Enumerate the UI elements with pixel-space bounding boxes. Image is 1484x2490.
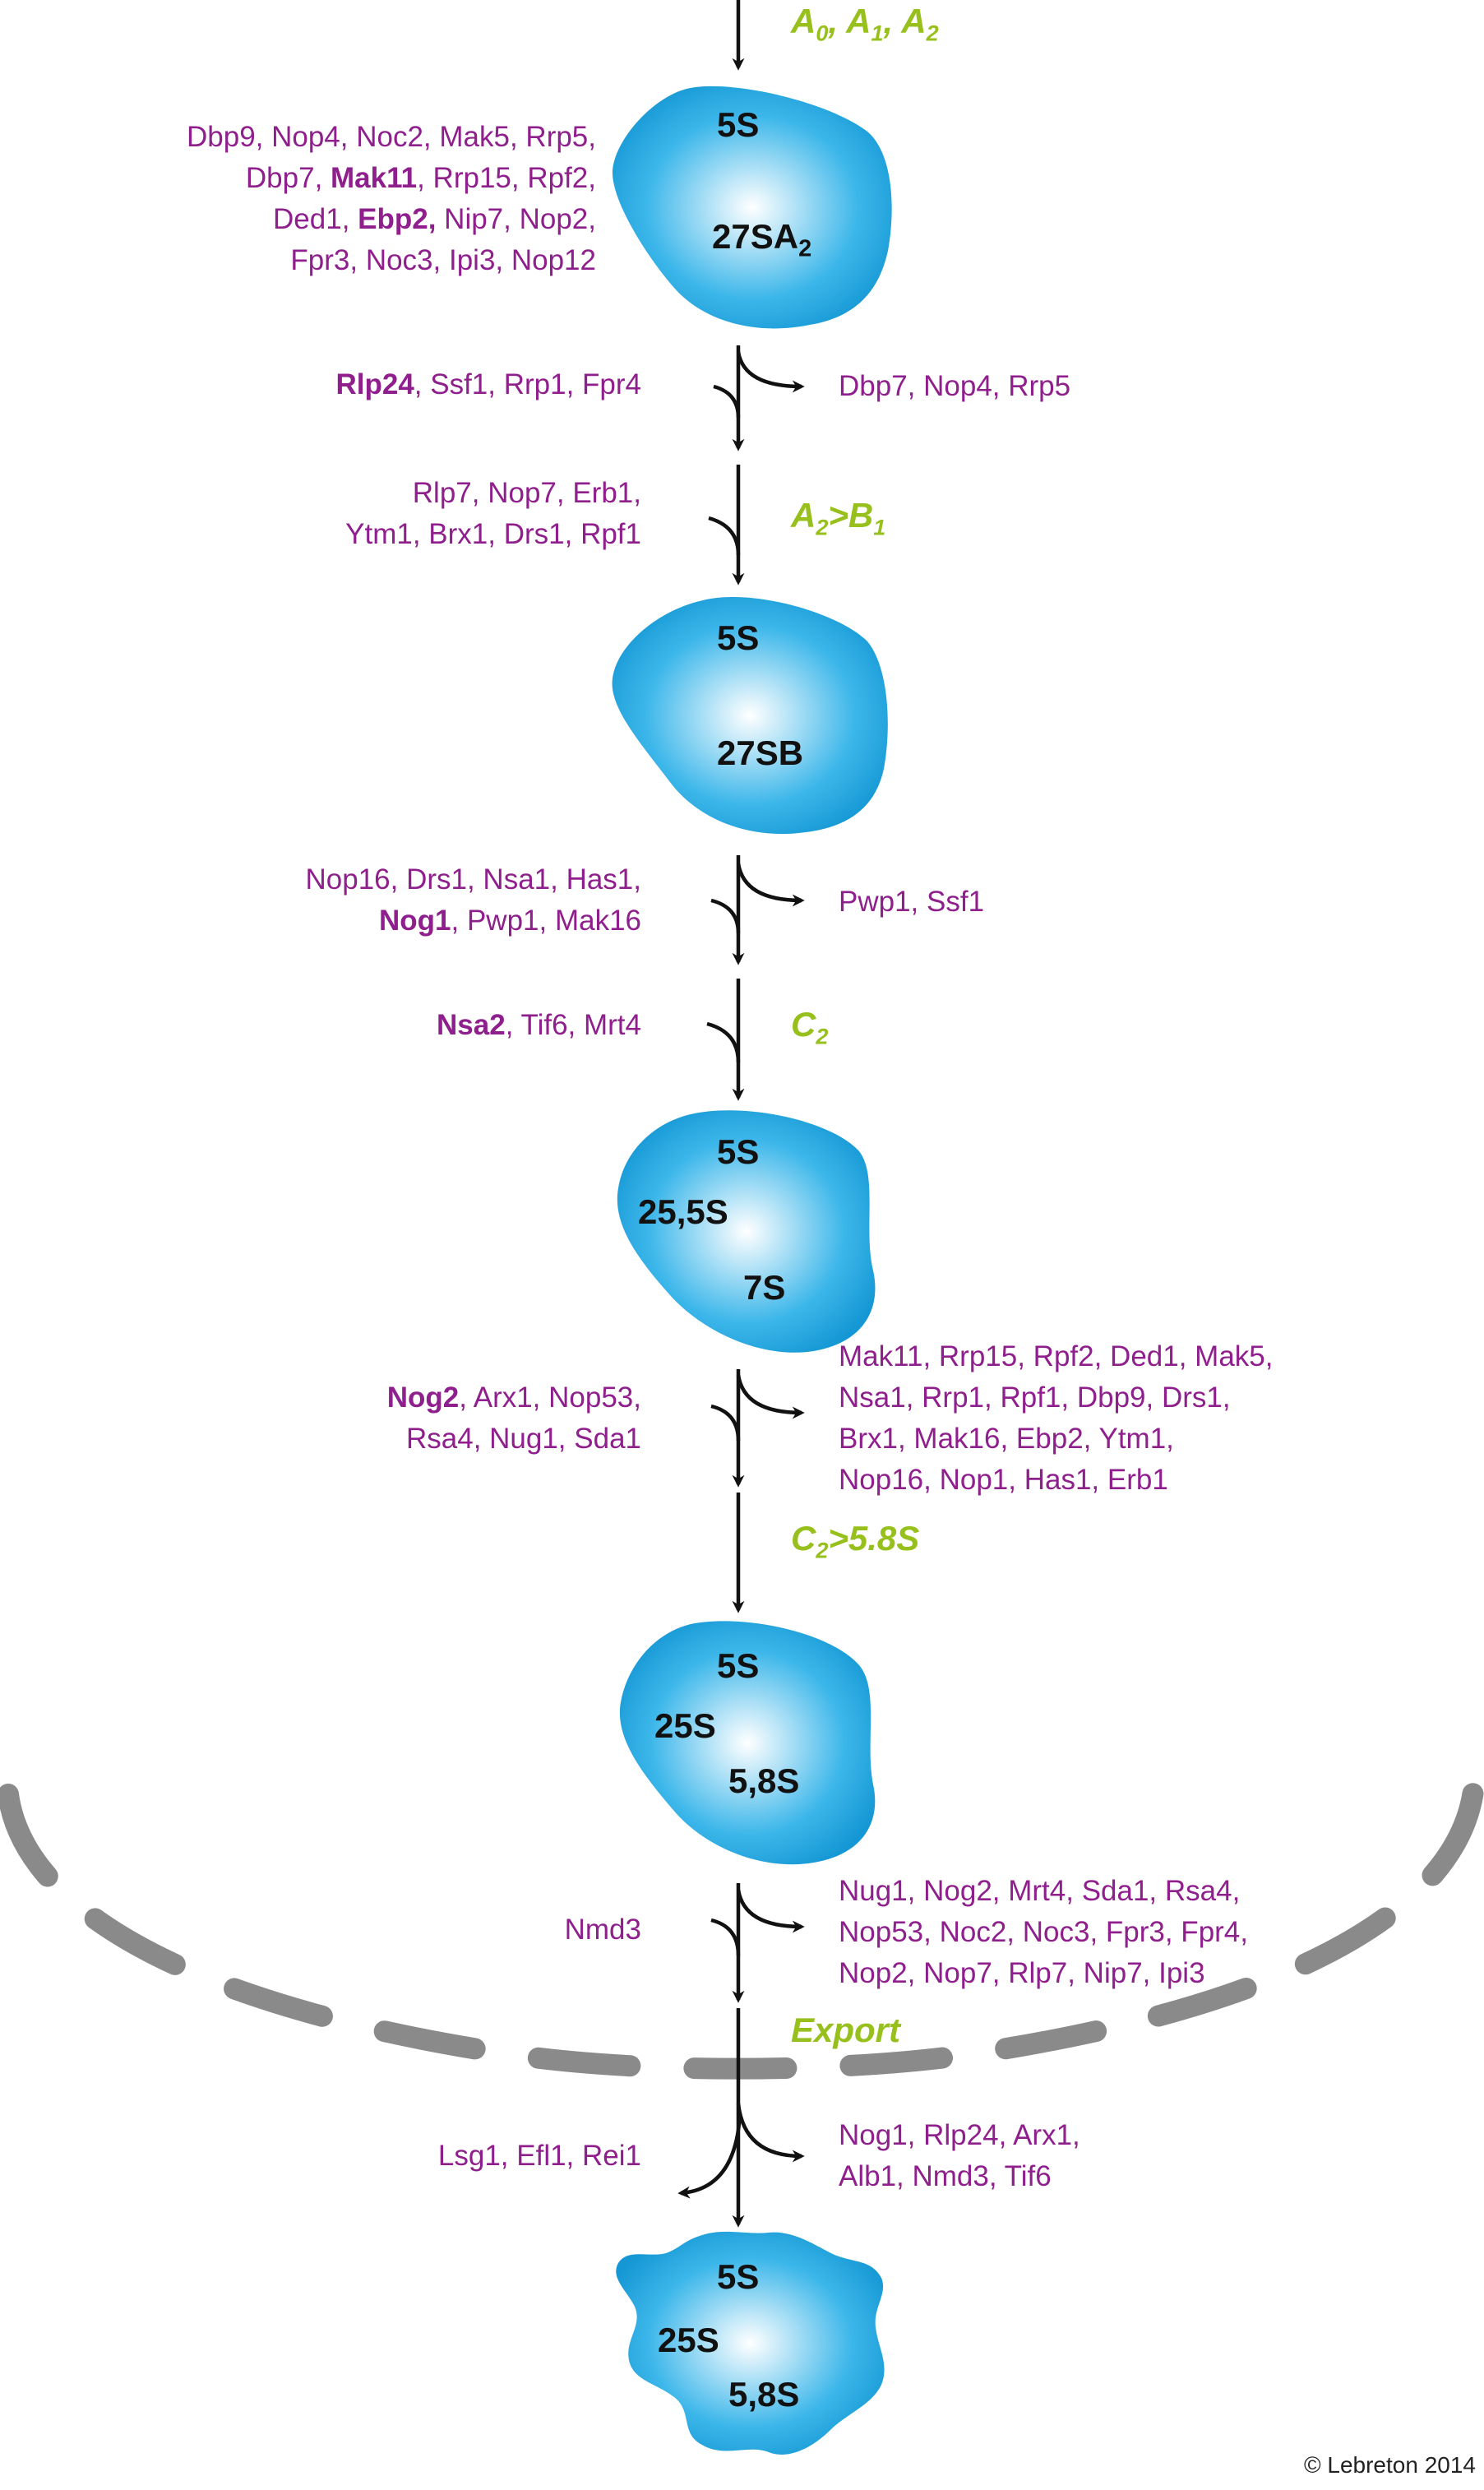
particle-25-5s	[617, 1110, 876, 1353]
step-label-c2: C2	[791, 1005, 829, 1049]
factor-list-in-1: Rlp24, Ssf1, Rrp1, Fpr4	[335, 368, 641, 400]
factor-list-in-3: Nop16, Drs1, Nsa1, Has1,Nog1, Pwp1, Mak1…	[305, 863, 641, 937]
particle-27sb	[612, 597, 888, 835]
factor-list-in-2: Rlp7, Nop7, Erb1,Ytm1, Brx1, Drs1, Rpf1	[345, 477, 641, 550]
factor-list-in-4: Nsa2, Tif6, Mrt4	[437, 1009, 641, 1041]
factor-list-in-6: Nmd3	[564, 1914, 641, 1946]
particle-mature-60s	[616, 2231, 885, 2455]
curve-in-4	[706, 1021, 741, 1063]
curve-in-5	[710, 1404, 741, 1442]
particle-27sa2-label-27sa2: 27SA2	[712, 217, 812, 262]
curve-out-6	[736, 1889, 805, 1933]
step-label-a0-a1-a2: A0, A1, A2	[791, 2, 939, 46]
particle-25s-label-5-8s: 5,8S	[728, 1761, 800, 1800]
curve-out-1	[736, 351, 805, 393]
curve-in-2	[708, 516, 741, 556]
factor-list-out-3: Pwp1, Ssf1	[839, 886, 985, 918]
curve-out-7	[736, 2103, 805, 2163]
factor-list-in-7: Lsg1, Efl1, Rei1	[437, 2140, 641, 2172]
curve-out-3	[736, 863, 805, 907]
particle-25s-nuclear	[619, 1621, 876, 1865]
curve-in-3	[710, 898, 741, 934]
copyright-notice: © Lebreton 2014	[1303, 2452, 1476, 2478]
particle-25s-label-5s: 5S	[717, 1646, 760, 1685]
factor-list-out-5: Mak11, Rrp15, Rpf2, Ded1, Mak5,Nsa1, Rrp…	[839, 1340, 1274, 1496]
curve-in-7	[677, 2113, 742, 2199]
particle-27sa2	[613, 86, 892, 329]
factor-list-out-7: Nog1, Rlp24, Arx1,Alb1, Nmd3, Tif6	[839, 2119, 1080, 2192]
curve-out-5	[736, 1374, 805, 1419]
factor-list-p1-associated: Dbp9, Nop4, Noc2, Mak5, Rrp5,Dbp7, Mak11…	[186, 121, 596, 276]
particle-27sb-label-5s: 5S	[717, 618, 760, 657]
factor-list-out-1: Dbp7, Nop4, Rrp5	[839, 370, 1071, 402]
step-label-c2-5-8s: C2>5.8S	[791, 1519, 920, 1563]
particle-mature-label-25s: 25S	[658, 2321, 719, 2359]
particle-mature-label-5s: 5S	[717, 2257, 760, 2296]
factor-list-out-6: Nug1, Nog2, Mrt4, Sda1, Rsa4,Nop53, Noc2…	[839, 1875, 1248, 1989]
particle-27sb-label-27sb: 27SB	[717, 734, 804, 772]
curve-in-6	[710, 1918, 741, 1956]
particle-mature-label-5-8s: 5,8S	[728, 2375, 800, 2414]
nuclear-envelope	[0, 1780, 1484, 2080]
particle-25-5s-label-25-5s: 25,5S	[638, 1192, 728, 1231]
step-label-export: Export	[791, 2011, 901, 2049]
particle-27sa2-label-5s: 5S	[717, 105, 760, 144]
particle-25-5s-label-7s: 7S	[743, 1268, 786, 1307]
particle-25-5s-label-5s: 5S	[717, 1132, 760, 1171]
factor-list-in-5: Nog2, Arx1, Nop53,Rsa4, Nug1, Sda1	[386, 1382, 641, 1455]
curve-in-1	[713, 384, 741, 419]
particle-25s-label-25s: 25S	[654, 1706, 716, 1745]
step-label-a2-b1: A2>B1	[791, 496, 886, 540]
